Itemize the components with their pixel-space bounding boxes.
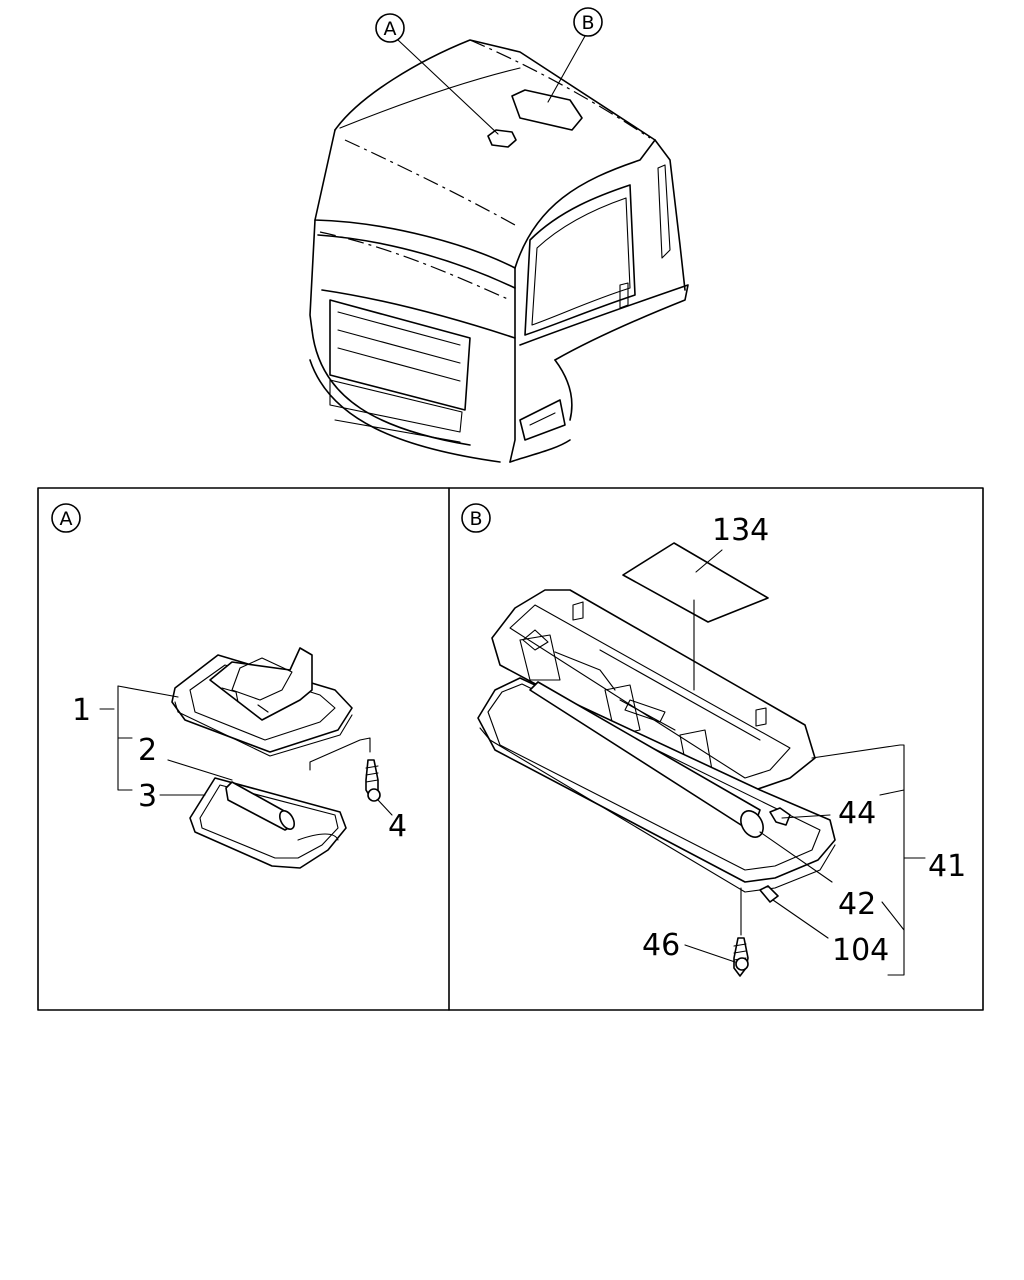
panel-b: B (461, 503, 966, 977)
part-label-46: 46 (642, 928, 680, 963)
roof-lamp-a (487, 129, 517, 148)
screw-a (365, 759, 381, 802)
lamp-lens-a (189, 777, 347, 869)
lamp-housing-a (171, 647, 353, 757)
part-label-42: 42 (838, 887, 876, 922)
part-label-4: 4 (388, 809, 407, 844)
label-plate (622, 542, 769, 623)
panel-a-label: A (60, 508, 73, 530)
callout-b-top: B (547, 7, 603, 103)
tube-bulb (529, 681, 764, 838)
part-label-41: 41 (928, 849, 966, 884)
part-label-1: 1 (72, 693, 91, 728)
part-label-2: 2 (138, 733, 157, 768)
callout-b-top-label: B (581, 12, 594, 34)
screw-b (733, 937, 749, 977)
pad (759, 885, 779, 903)
part-label-134: 134 (712, 513, 769, 548)
detail-frame (37, 487, 984, 1011)
panel-a: A (51, 503, 407, 869)
leaders-panel-a (99, 685, 393, 816)
part-label-44: 44 (838, 796, 876, 831)
roof-lamp-b (511, 89, 583, 131)
callout-a-top: A (375, 13, 499, 135)
part-label-3: 3 (138, 779, 157, 814)
callout-a-top-label: A (384, 18, 397, 40)
panel-b-label: B (469, 508, 482, 530)
leaders-panel-b (684, 549, 926, 976)
truck-cab-illustration (309, 39, 689, 463)
clip (769, 807, 791, 826)
part-label-104: 104 (832, 933, 889, 968)
